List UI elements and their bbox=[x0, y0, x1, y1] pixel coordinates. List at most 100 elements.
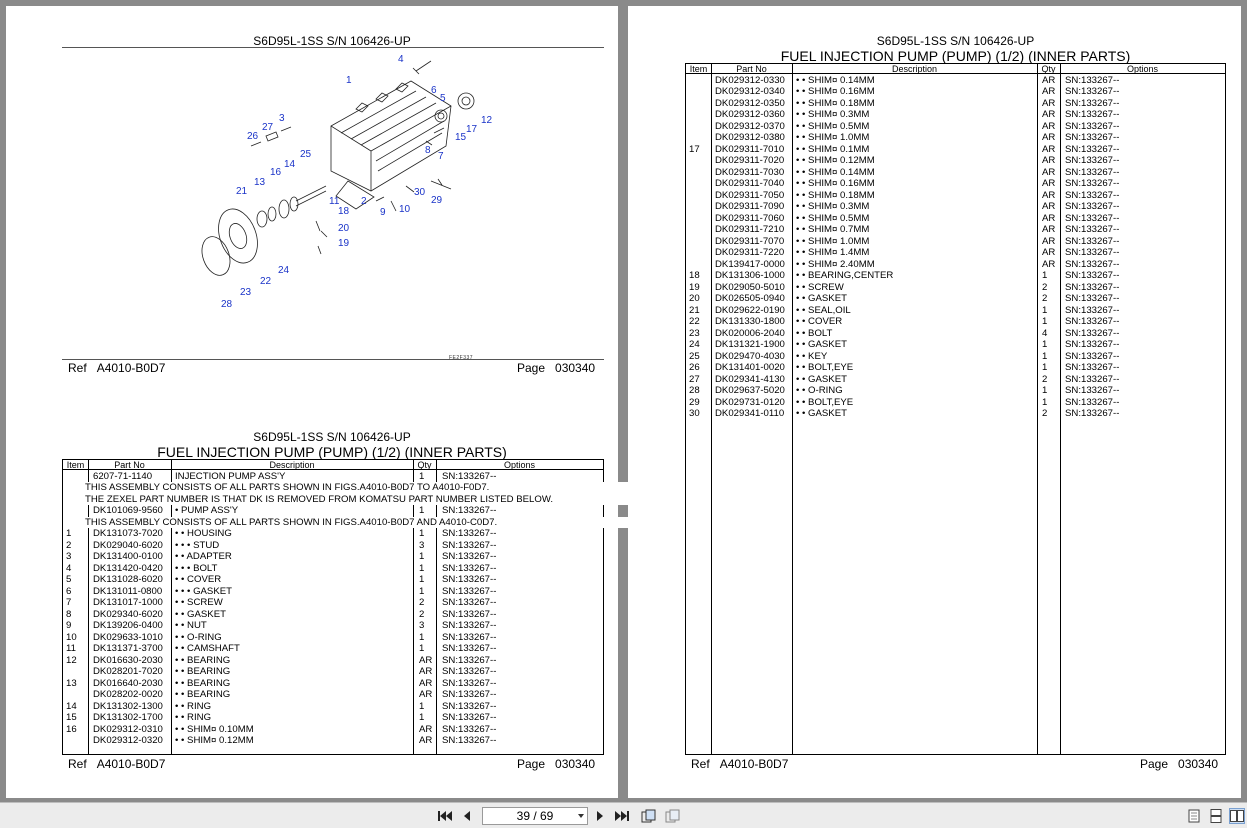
prev-page-icon[interactable] bbox=[459, 808, 475, 824]
options-cell: SN:133267-- bbox=[442, 735, 497, 746]
part-number-cell: DK029731-0120 bbox=[715, 396, 785, 408]
chevron-down-icon[interactable] bbox=[578, 814, 584, 818]
qty-cell: 1 bbox=[1042, 362, 1048, 373]
item-cell: 28 bbox=[689, 385, 700, 396]
description-cell: • • O-RING bbox=[796, 385, 843, 396]
qty-cell: 1 bbox=[419, 574, 425, 585]
first-page-icon[interactable] bbox=[437, 808, 453, 824]
description-cell: • • • STUD bbox=[175, 539, 220, 551]
qty-cell: AR bbox=[1042, 201, 1056, 212]
diagram-bottom-divider bbox=[62, 359, 604, 360]
item-cell: 1 bbox=[66, 528, 72, 539]
two-page-icon[interactable] bbox=[1229, 808, 1245, 824]
fit-icon[interactable] bbox=[664, 808, 680, 824]
part-number-cell: DK029312-0320 bbox=[93, 735, 163, 746]
qty-cell: AR bbox=[1042, 166, 1056, 178]
options-cell: SN:133267-- bbox=[1065, 270, 1120, 281]
item-cell: 21 bbox=[689, 304, 700, 316]
qty-cell: AR bbox=[1042, 86, 1056, 97]
description-cell: • • SHIM¤ 0.7MM bbox=[796, 224, 870, 235]
part-number-cell: DK029312-0370 bbox=[715, 120, 785, 132]
description-cell: • • • BOLT bbox=[175, 562, 218, 574]
part-number-cell: DK029311-7220 bbox=[715, 247, 785, 258]
options-cell: SN:133267-- bbox=[442, 562, 497, 574]
next-page-icon[interactable] bbox=[592, 808, 608, 824]
qty-cell: 1 bbox=[419, 585, 425, 597]
part-number-cell: DK131330-1800 bbox=[715, 316, 785, 327]
callout-17: 17 bbox=[466, 124, 478, 135]
item-cell: 23 bbox=[689, 327, 700, 339]
description-cell: • • SHIM¤ 1.4MM bbox=[796, 247, 870, 258]
item-cell: 25 bbox=[689, 350, 700, 362]
part-number-cell: DK029312-0380 bbox=[715, 132, 785, 143]
part-number-cell: DK131371-3700 bbox=[93, 643, 163, 654]
callout-2: 2 bbox=[361, 196, 367, 207]
part-number-cell: DK029311-7040 bbox=[715, 178, 785, 189]
qty-cell: AR bbox=[419, 723, 433, 735]
options-cell: SN:133267-- bbox=[1065, 178, 1120, 189]
description-cell: • • RING bbox=[175, 712, 212, 723]
part-number-cell: DK131400-0100 bbox=[93, 551, 163, 562]
diagram-page-title: S6D95L-1SS S/N 106426-UP bbox=[253, 34, 411, 48]
part-number-cell: DK029312-0310 bbox=[93, 723, 163, 735]
options-cell: SN:133267-- bbox=[1065, 304, 1120, 316]
last-page-icon[interactable] bbox=[614, 808, 630, 824]
table-header: Item Part No Description Qty Options bbox=[63, 460, 603, 470]
description-cell: • • SHIM¤ 0.12MM bbox=[796, 155, 875, 166]
qty-cell: 3 bbox=[419, 539, 425, 551]
page-number-input[interactable]: 39 / 69 bbox=[482, 807, 588, 825]
assembly-note: THIS ASSEMBLY CONSISTS OF ALL PARTS SHOW… bbox=[63, 482, 633, 494]
qty-cell: 4 bbox=[1042, 327, 1048, 339]
qty-cell: 1 bbox=[419, 700, 425, 712]
qty-cell: 2 bbox=[1042, 408, 1048, 419]
qty-cell: 1 bbox=[1042, 270, 1048, 281]
options-cell: SN:133267-- bbox=[442, 585, 497, 597]
qty-cell: AR bbox=[1042, 97, 1056, 109]
description-cell: • • COVER bbox=[175, 574, 222, 585]
description-cell: • • SHIM¤ 0.10MM bbox=[175, 723, 254, 735]
part-number-cell: DK029311-7010 bbox=[715, 143, 785, 155]
options-cell: SN:133267-- bbox=[1065, 339, 1120, 350]
description-cell: • • SHIM¤ 0.16MM bbox=[796, 86, 875, 97]
part-number-cell: DK029311-7060 bbox=[715, 212, 785, 224]
single-page-icon[interactable] bbox=[1186, 808, 1202, 824]
part-number-cell: DK029312-0340 bbox=[715, 86, 785, 97]
qty-cell: 1 bbox=[419, 712, 425, 723]
options-cell: SN:133267-- bbox=[1065, 74, 1120, 86]
callout-29: 29 bbox=[431, 195, 443, 206]
description-cell: • • SHIM¤ 0.5MM bbox=[796, 120, 870, 132]
part-number-cell: DK131306-1000 bbox=[715, 270, 785, 281]
item-cell: 8 bbox=[66, 608, 72, 620]
callout-28: 28 bbox=[221, 299, 233, 310]
description-cell: • • SHIM¤ 0.1MM bbox=[796, 143, 870, 155]
description-cell: • • SHIM¤ 0.12MM bbox=[175, 735, 254, 746]
item-cell: 30 bbox=[689, 408, 700, 419]
part-number-cell: DK029311-7020 bbox=[715, 155, 785, 166]
continuous-icon[interactable] bbox=[1208, 808, 1224, 824]
part-number-cell: DK029470-4030 bbox=[715, 350, 785, 362]
options-cell: SN:133267-- bbox=[442, 654, 497, 666]
callout-3: 3 bbox=[279, 113, 285, 124]
description-cell: • • SHIM¤ 0.3MM bbox=[796, 201, 870, 212]
rotate-icon[interactable] bbox=[640, 808, 656, 824]
callout-12: 12 bbox=[481, 115, 493, 126]
callout-10: 10 bbox=[399, 204, 411, 215]
qty-cell: AR bbox=[419, 689, 433, 700]
description-cell: • • SHIM¤ 0.16MM bbox=[796, 178, 875, 189]
part-number-cell: DK131420-0420 bbox=[93, 562, 163, 574]
